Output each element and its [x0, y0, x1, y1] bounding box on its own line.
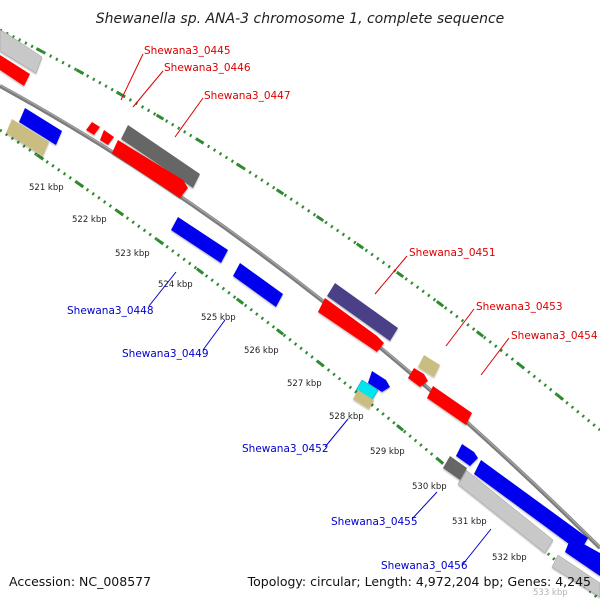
major-tick	[475, 330, 485, 338]
gene-feature[interactable]	[0, 55, 30, 86]
gene-feature[interactable]	[353, 390, 374, 409]
kbp-label: 529 kbp	[370, 447, 405, 457]
major-tick	[275, 188, 285, 196]
major-tick	[115, 90, 125, 98]
major-tick	[395, 424, 405, 432]
major-tick	[35, 47, 45, 54]
major-tick	[315, 359, 325, 367]
major-tick	[155, 113, 165, 121]
kbp-label: 533 kbp	[533, 588, 568, 598]
gene-feature[interactable]	[121, 125, 200, 188]
major-tick	[155, 238, 165, 246]
gene-feature[interactable]	[327, 283, 398, 341]
kbp-label: 525 kbp	[201, 313, 236, 323]
chromosome-backbone	[0, 84, 600, 550]
gene-label[interactable]: Shewana3_0445	[144, 45, 231, 57]
major-tick	[355, 242, 365, 250]
kbp-label: 528 kbp	[329, 412, 364, 422]
gene-label[interactable]: Shewana3_0453	[476, 301, 563, 313]
gene-label[interactable]: Shewana3_0454	[511, 330, 598, 342]
gene-feature[interactable]	[418, 355, 440, 377]
gene-label[interactable]: Shewana3_0455	[331, 516, 418, 528]
outer-tick-track	[0, 28, 600, 432]
gene-label[interactable]: Shewana3_0446	[164, 62, 251, 74]
kbp-label: 523 kbp	[115, 249, 150, 259]
major-tick	[195, 267, 205, 275]
gene-feature[interactable]	[443, 456, 467, 480]
gene-feature[interactable]	[368, 371, 390, 392]
major-tick	[395, 270, 405, 279]
inner-tick-track	[0, 128, 600, 600]
major-tick	[235, 297, 245, 305]
gene-feature[interactable]	[86, 122, 100, 135]
gene-feature[interactable]	[6, 119, 49, 156]
major-tick	[515, 361, 525, 369]
gene-label[interactable]: Shewana3_0456	[381, 560, 468, 572]
kbp-label: 522 kbp	[72, 215, 107, 225]
gene-feature[interactable]	[0, 29, 43, 74]
gene-feature[interactable]	[318, 298, 384, 352]
major-tick	[75, 68, 85, 76]
map-title: Shewanella sp. ANA-3 chromosome 1, compl…	[96, 11, 505, 27]
kbp-label: 531 kbp	[452, 517, 487, 527]
label-leaders	[120, 53, 510, 565]
gene-feature[interactable]	[427, 386, 472, 425]
major-tick	[275, 328, 285, 336]
gene-feature[interactable]	[457, 469, 554, 554]
gene-feature[interactable]	[408, 368, 428, 387]
gene-label[interactable]: Shewana3_0449	[122, 348, 209, 360]
gene-feature[interactable]	[474, 460, 588, 552]
kbp-label: 527 kbp	[287, 379, 322, 389]
kbp-label: 521 kbp	[29, 183, 64, 193]
kbp-labels: 521 kbp 522 kbp 523 kbp 524 kbp 525 kbp …	[29, 183, 568, 598]
major-tick	[315, 214, 325, 222]
gene-feature[interactable]	[565, 537, 600, 576]
kbp-label: 524 kbp	[158, 280, 193, 290]
gene-feature[interactable]	[456, 444, 478, 466]
major-tick	[195, 137, 205, 145]
gene-feature[interactable]	[112, 140, 188, 198]
gene-label[interactable]: Shewana3_0452	[242, 443, 329, 455]
gene-feature[interactable]	[551, 554, 600, 598]
major-tick	[555, 393, 565, 401]
major-tick	[435, 457, 445, 465]
major-tick	[115, 209, 125, 217]
accession-text: Accession: NC_008577	[9, 574, 151, 589]
gene-label[interactable]: Shewana3_0447	[204, 90, 291, 102]
gene-features	[0, 29, 600, 598]
gene-feature[interactable]	[100, 130, 114, 145]
gene-feature[interactable]	[171, 217, 228, 263]
gene-label[interactable]: Shewana3_0451	[409, 247, 496, 259]
gene-feature[interactable]	[233, 263, 283, 307]
major-tick	[235, 162, 245, 170]
gene-labels: Shewana3_0445 Shewana3_0446 Shewana3_044…	[67, 45, 598, 572]
major-tick	[35, 153, 45, 161]
topology-text: Topology: circular; Length: 4,972,204 bp…	[247, 574, 591, 589]
kbp-label: 526 kbp	[244, 346, 279, 356]
major-tick	[435, 300, 445, 308]
gene-feature[interactable]	[19, 108, 62, 145]
kbp-label: 530 kbp	[412, 482, 447, 492]
major-tick	[75, 181, 85, 189]
gene-label[interactable]: Shewana3_0448	[67, 305, 154, 317]
kbp-label: 532 kbp	[492, 553, 527, 563]
